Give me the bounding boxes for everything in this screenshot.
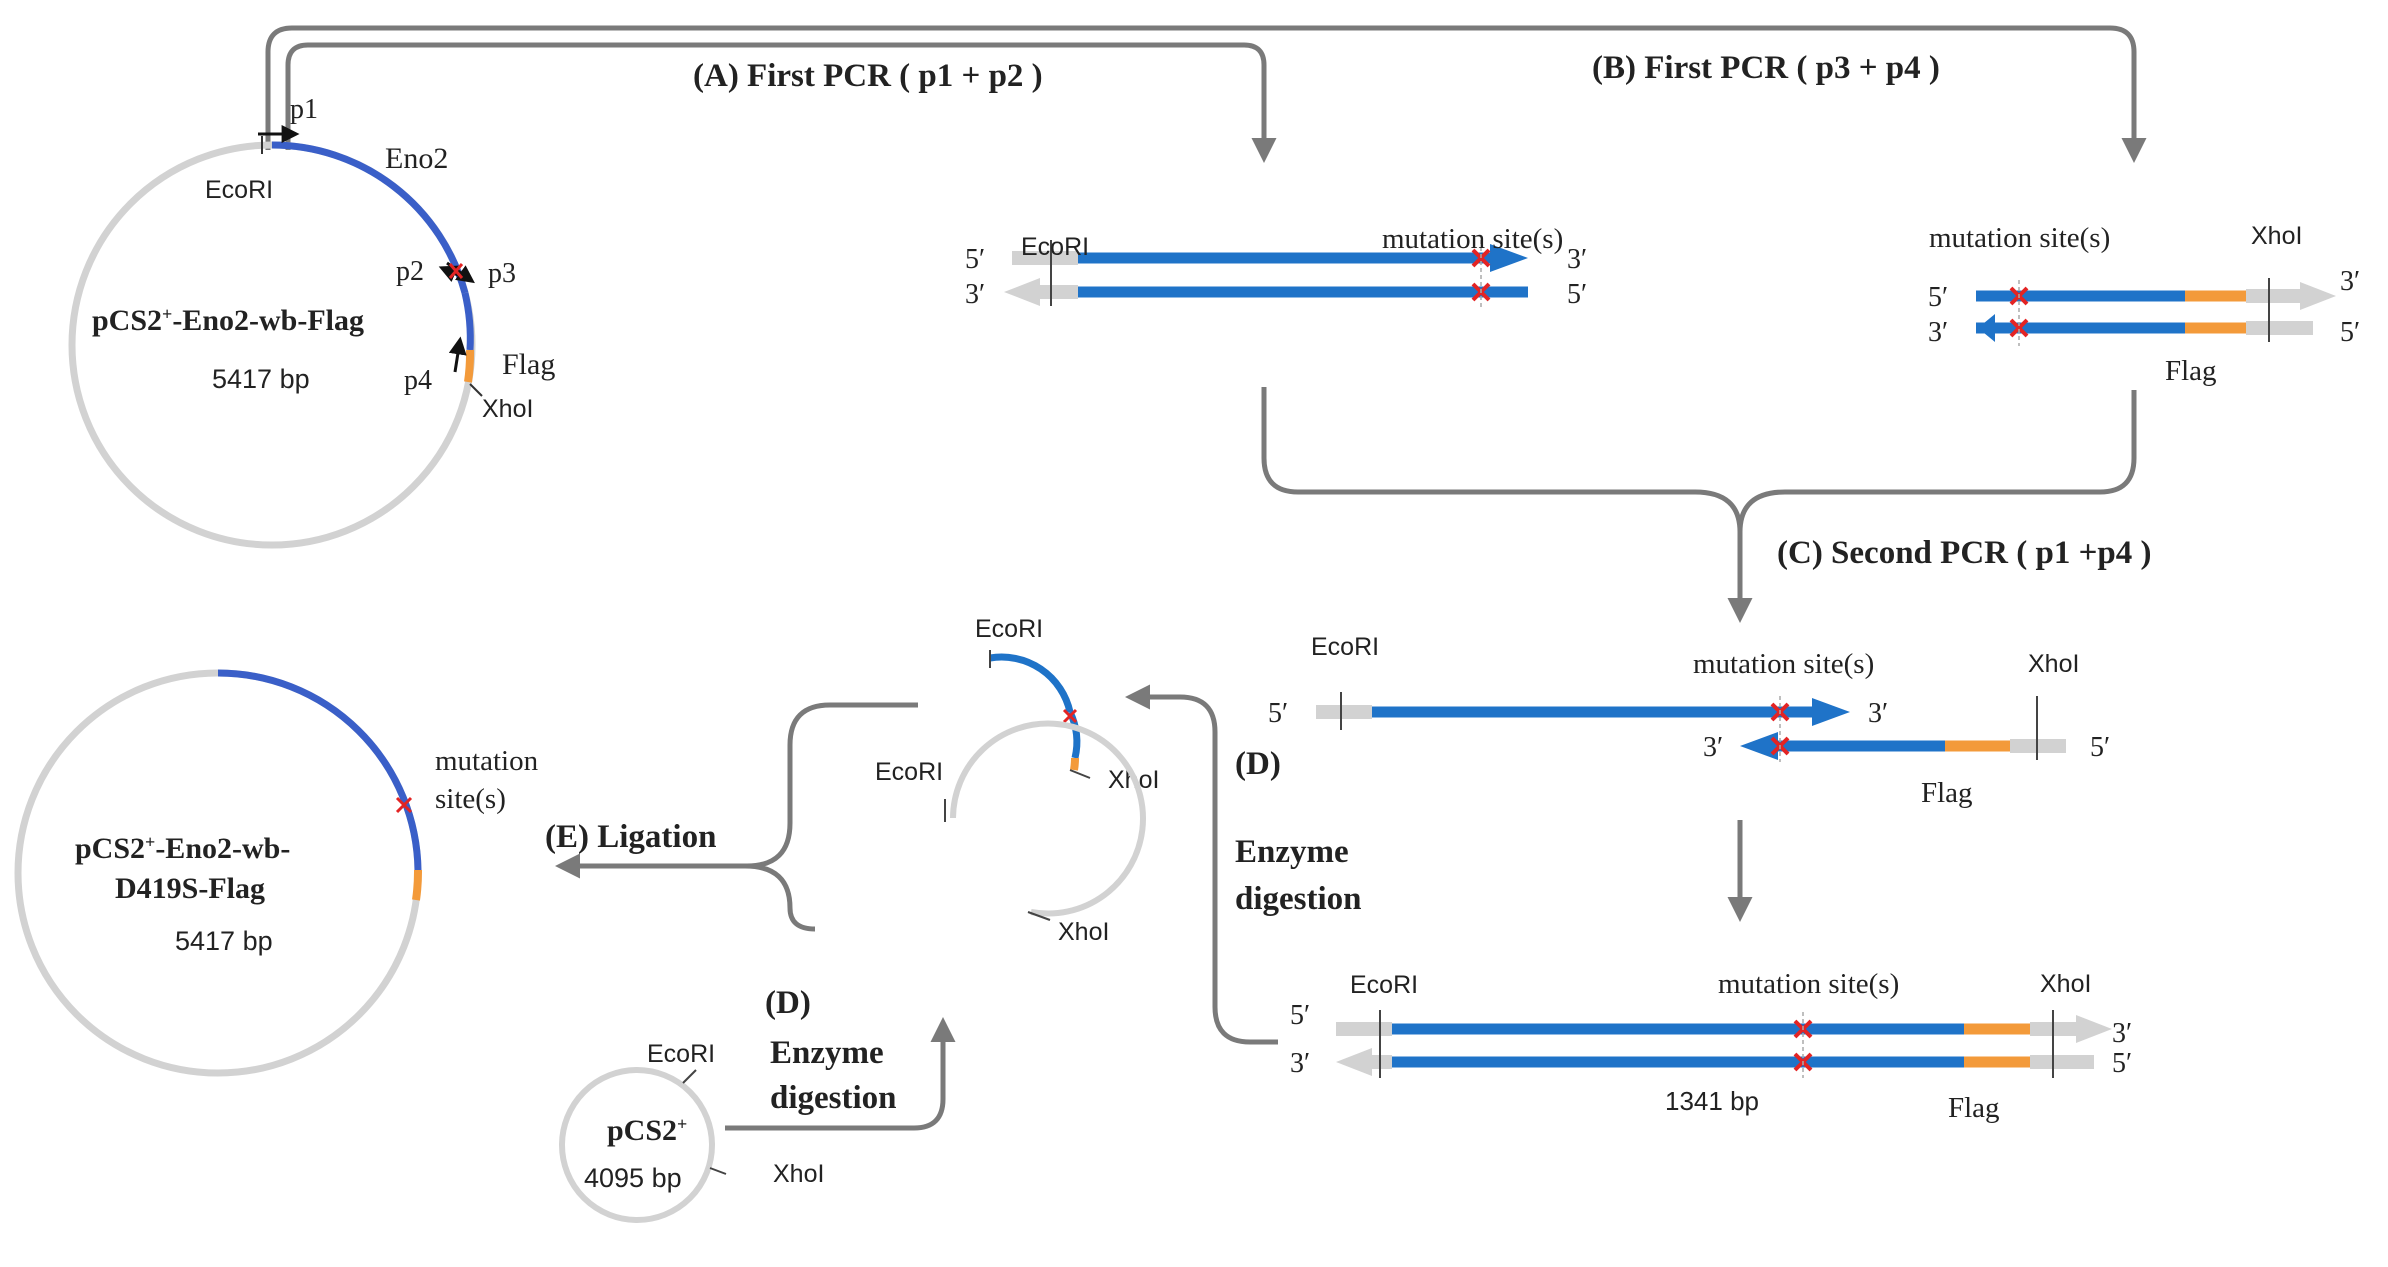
- eno2-gene-arc: [271, 141, 469, 294]
- eno2-label: Eno2: [385, 142, 448, 175]
- flow-arrow-to-b: [265, 25, 2147, 163]
- step-d-label-right: (D): [1235, 746, 1281, 782]
- fragment-b-3-bottom: 3′: [1928, 317, 1948, 348]
- primer-p4-arrow: [448, 336, 467, 373]
- pcs2-xhoi: XhoI: [773, 1160, 824, 1188]
- fragment-c-3-top: 3′: [1868, 698, 1888, 729]
- mutation-mark: [448, 263, 464, 279]
- xhoi-tick: [469, 383, 483, 397]
- fragment-a-mutation: mutation site(s): [1382, 223, 1563, 255]
- step-a-label: (A) First PCR ( p1 + p2 ): [693, 58, 1043, 94]
- final-gene-arc: [217, 669, 422, 871]
- vector-ecori: EcoRI: [875, 758, 943, 786]
- fragment-a-ecori: EcoRI: [1021, 233, 1089, 261]
- fragment-c-5-top: 5′: [1268, 698, 1288, 729]
- step-d-text2-right: digestion: [1235, 881, 1362, 917]
- final-mutation-line2: site(s): [435, 783, 506, 815]
- fragment-c-5-bottom: 5′: [2090, 732, 2110, 763]
- fragment-final-xhoi: XhoI: [2040, 970, 2091, 998]
- fragment-b-mutation: mutation site(s): [1929, 222, 2110, 254]
- fragment-a-3-top: 3′: [1567, 244, 1587, 275]
- fragment-c-mutation: mutation site(s): [1693, 648, 1874, 680]
- p3-label: p3: [488, 258, 516, 289]
- final-flag-arc: [412, 869, 423, 901]
- fragment-a-5-top: 5′: [965, 244, 985, 275]
- flow-connectors: [265, 25, 2147, 1131]
- p1-label: p1: [290, 94, 318, 125]
- fragment-final: EcoRI mutation site(s) XhoI 1341 bp Flag…: [1290, 968, 2132, 1124]
- flow-arrow-d-vector: [725, 1017, 956, 1131]
- vector-xhoi: XhoI: [1058, 918, 1109, 946]
- xhoi-label: XhoI: [482, 395, 533, 423]
- flow-bracket-merge: [1261, 387, 2137, 533]
- fragment-b-flag: Flag: [2165, 355, 2217, 387]
- step-d-text1-right: Enzyme: [1235, 834, 1349, 870]
- p2-label: p2: [396, 256, 424, 287]
- fragment-final-mutation: mutation site(s): [1718, 968, 1899, 1000]
- fragment-a: EcoRI mutation site(s) 5′ 3′ 3′ 5′: [965, 223, 1587, 310]
- flow-arrow-to-a: [285, 42, 1277, 163]
- fragment-b-5-top: 5′: [1928, 282, 1948, 313]
- fragment-c: EcoRI mutation site(s) XhoI Flag 5′ 3′ 3…: [1268, 633, 2110, 809]
- fragment-final-5-top: 5′: [1290, 1000, 1310, 1031]
- fragment-c-flag: Flag: [1921, 777, 1973, 809]
- fragment-c-3-bottom: 3′: [1703, 732, 1723, 763]
- step-c-label: (C) Second PCR ( p1 +p4 ): [1777, 535, 2151, 571]
- fragment-final-3-bottom: 3′: [1290, 1048, 1310, 1079]
- p4-label: p4: [404, 365, 432, 396]
- flow-bracket-ligation: [744, 702, 918, 932]
- step-d-text1-left: Enzyme: [770, 1035, 884, 1071]
- fragment-final-flag: Flag: [1948, 1092, 2000, 1124]
- final-plasmid: mutation site(s) pCS2+-Eno2-wb- D419S-Fl…: [14, 669, 539, 1077]
- insert-ecori: EcoRI: [975, 615, 1043, 643]
- vector-plasmid-pcs2: EcoRI XhoI pCS2+ 4095 bp: [559, 1040, 824, 1223]
- pcs2-ecori: EcoRI: [647, 1040, 715, 1068]
- fragment-b: mutation site(s) XhoI Flag 5′ 3′ 3′ 5′: [1928, 222, 2360, 387]
- flag-arc: [464, 349, 475, 383]
- step-d-text2-left: digestion: [770, 1080, 897, 1116]
- fragment-c-xhoi: XhoI: [2028, 650, 2079, 678]
- pcs2-size: 4095 bp: [584, 1163, 682, 1193]
- fragment-final-3-top: 3′: [2112, 1018, 2132, 1049]
- fragment-final-size: 1341 bp: [1665, 1086, 1759, 1116]
- fragment-b-3-top: 3′: [2340, 266, 2360, 297]
- digested-insert: EcoRI XhoI: [975, 615, 1159, 794]
- fragment-b-5-bottom: 5′: [2340, 317, 2360, 348]
- final-plasmid-size: 5417 bp: [175, 926, 273, 956]
- pcs2-name: pCS2+: [607, 1114, 687, 1147]
- eno2-gene-arc-lower: [461, 292, 474, 351]
- final-mutation-line1: mutation: [435, 745, 539, 777]
- fragment-final-ecori: EcoRI: [1350, 971, 1418, 999]
- fragment-b-xhoi: XhoI: [2251, 222, 2302, 250]
- digested-vector: EcoRI XhoI: [875, 720, 1146, 946]
- final-plasmid-name-line1: pCS2+-Eno2-wb-: [75, 832, 290, 865]
- step-b-label: (B) First PCR ( p3 + p4 ): [1592, 50, 1940, 86]
- fragment-a-3-bottom: 3′: [965, 279, 985, 310]
- step-d-label-left: (D): [765, 985, 811, 1021]
- fragment-final-5-bottom: 5′: [2112, 1048, 2132, 1079]
- flag-label: Flag: [502, 348, 555, 381]
- fragment-a-5-bottom: 5′: [1567, 279, 1587, 310]
- step-e-label: (E) Ligation: [545, 819, 716, 855]
- flow-arrow-d-insert: [1125, 684, 1278, 1045]
- fragment-c-ecori: EcoRI: [1311, 633, 1379, 661]
- plasmid-name: pCS2+-Eno2-wb-Flag: [92, 304, 364, 337]
- ecori-label: EcoRI: [205, 176, 273, 204]
- plasmid-eno2-wb-flag: p1 Eno2 EcoRI p2 p3 p4 Flag XhoI pCS2+-E…: [68, 94, 555, 549]
- final-plasmid-name-line2: D419S-Flag: [115, 872, 265, 905]
- plasmid-size: 5417 bp: [212, 364, 310, 394]
